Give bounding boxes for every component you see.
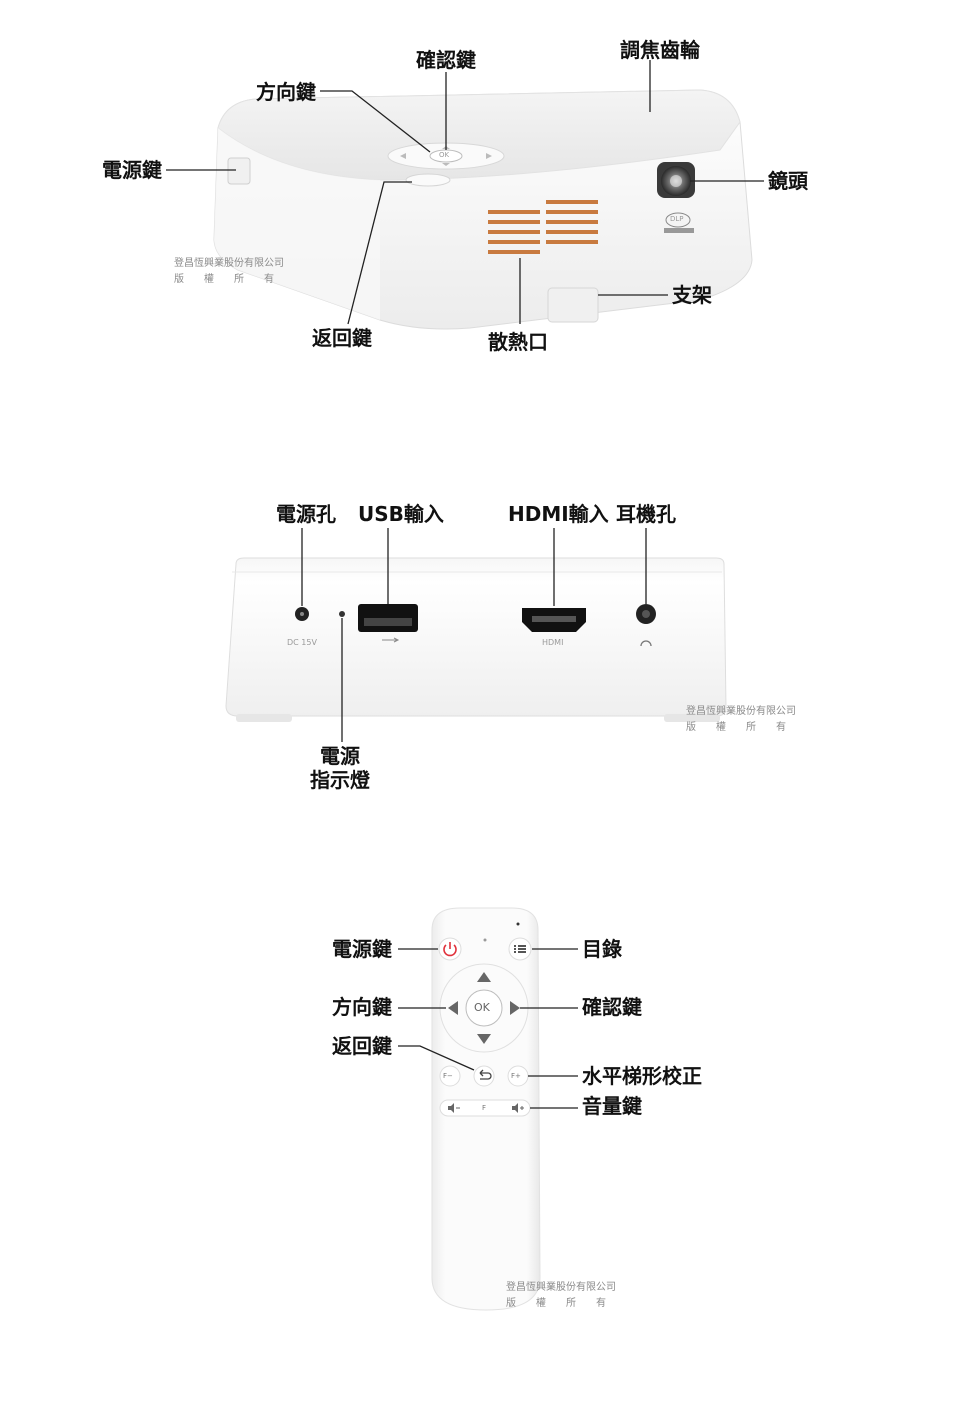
earphone-jack-shape [636, 604, 656, 647]
remote-power-button[interactable] [438, 937, 462, 961]
remote-label-direction: 方向鍵 [332, 995, 392, 1019]
remote-label-confirm: 確認鍵 [582, 995, 642, 1019]
remote-back-button[interactable] [473, 1065, 495, 1087]
top-view-drawing [166, 60, 764, 330]
remote-label-back: 返回鍵 [332, 1034, 392, 1058]
watermark-rear: 登昌恆興業股份有限公司 版 權 所 有 [686, 704, 796, 736]
label-power-jack: 電源孔 [276, 502, 336, 526]
label-direction-key: 方向鍵 [256, 80, 316, 104]
label-hdmi-input: HDMI輸入 [508, 502, 609, 526]
rear-view-drawing [225, 528, 727, 742]
dc-jack-shape [295, 607, 309, 621]
hdmi-port-text: HDMI [542, 638, 564, 647]
arrow-right-icon [510, 1001, 520, 1015]
remote-label-keystone: 水平梯形校正 [582, 1064, 702, 1088]
watermark-company: 登昌恆興業股份有限公司 [506, 1282, 616, 1293]
watermark-rights: 版 權 所 有 [686, 722, 786, 733]
top-view-panel: OK DLP 確認鍵 調焦齒輪 方向鍵 電源鍵 鏡頭 支架 返回鍵 散熱口 登昌… [0, 0, 960, 400]
remote-label-menu: 目錄 [582, 937, 622, 961]
label-back-key: 返回鍵 [312, 326, 372, 350]
label-power-indicator-2: 指示燈 [310, 768, 370, 792]
direction-pad [387, 142, 505, 170]
vent-grille [488, 200, 598, 254]
remote-menu-button[interactable] [508, 937, 532, 961]
watermark-company: 登昌恆興業股份有限公司 [686, 706, 796, 717]
stand-shape [547, 287, 599, 323]
label-lens: 鏡頭 [768, 169, 808, 193]
remote-f-minus-text: F− [443, 1072, 453, 1080]
dc-port-text: DC 15V [287, 638, 317, 647]
label-earphone-jack: 耳機孔 [616, 502, 676, 526]
remote-ok-text: OK [474, 1001, 490, 1014]
power-indicator-led [339, 611, 345, 617]
remote-ir-dot [516, 922, 520, 926]
volume-up-icon [512, 1103, 518, 1113]
remote-f-text: F [482, 1104, 487, 1112]
label-usb-input: USB輸入 [358, 502, 444, 526]
back-arrow-icon [479, 1069, 492, 1080]
label-focus-wheel: 調焦齒輪 [620, 38, 700, 62]
remote-panel: OK F− F+ F 電源鍵 目錄 方向鍵 確認鍵 返回鍵 水平梯形校正 音量鍵… [0, 890, 960, 1370]
dlp-mark: DLP [670, 215, 684, 223]
watermark-rights: 版 權 所 有 [506, 1298, 606, 1309]
watermark-remote: 登昌恆興業股份有限公司 版 權 所 有 [506, 1280, 616, 1312]
lens-shape [657, 162, 695, 198]
rear-view-panel: DC 15V HDMI 電源孔 USB輸入 HDMI輸入 耳機孔 電源 指示燈 … [0, 480, 960, 820]
remote-f-plus-text: F+ [511, 1072, 521, 1080]
remote-leaders [398, 948, 578, 1109]
top-view-leaders [166, 60, 764, 325]
dlp-badge [664, 212, 694, 233]
label-power-indicator-1: 電源 [320, 744, 360, 768]
rear-view-leaders [301, 528, 647, 742]
arrow-left-icon [448, 1001, 458, 1015]
remote-direction-pad[interactable] [439, 963, 529, 1053]
watermark-company: 登昌恆興業股份有限公司 [174, 258, 284, 269]
list-icon [514, 945, 526, 953]
projector-rear-body [225, 557, 727, 722]
label-confirm-key: 確認鍵 [416, 48, 476, 72]
remote-label-power: 電源鍵 [332, 937, 392, 961]
volume-down-icon [448, 1103, 454, 1113]
remote-drawing [398, 907, 578, 1311]
projector-body [213, 89, 753, 330]
ok-mark: OK [439, 151, 450, 159]
watermark-top: 登昌恆興業股份有限公司 版 權 所 有 [174, 256, 284, 288]
label-vent: 散熱口 [488, 330, 548, 354]
power-switch-shape [227, 157, 251, 185]
label-stand: 支架 [672, 283, 712, 307]
watermark-rights: 版 權 所 有 [174, 274, 274, 285]
arrow-up-icon [477, 972, 491, 982]
usb-port-shape [358, 604, 418, 643]
label-power-key: 電源鍵 [102, 158, 162, 182]
remote-led-dot [483, 938, 487, 942]
hdmi-port-shape [522, 608, 586, 632]
remote-f-minus-button[interactable] [439, 1065, 461, 1087]
back-button-shape [405, 173, 451, 187]
remote-label-volume: 音量鍵 [582, 1094, 642, 1118]
arrow-down-icon [477, 1034, 491, 1044]
